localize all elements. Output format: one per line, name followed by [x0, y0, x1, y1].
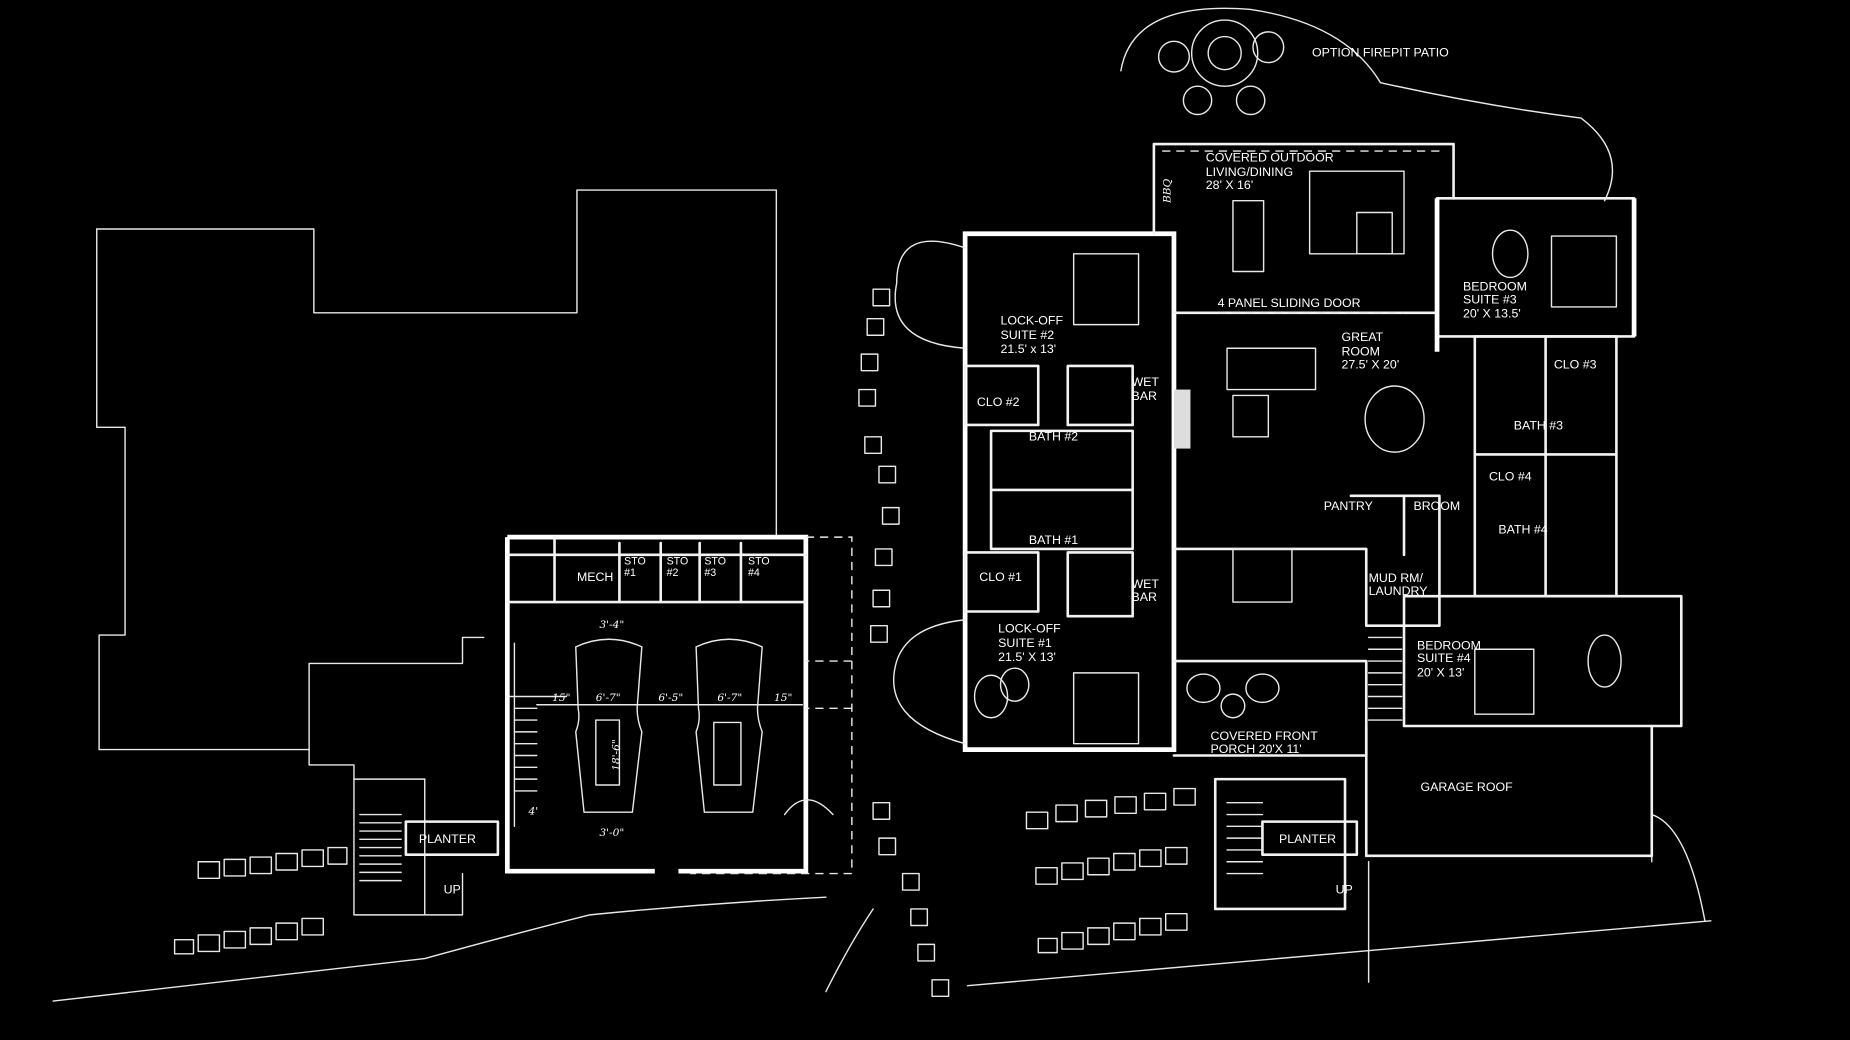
- label-broom: BROOM: [1413, 499, 1460, 513]
- fireplace: [1173, 389, 1191, 449]
- label-bedroom4: BEDROOM: [1417, 638, 1481, 652]
- existing-building-outline: [96, 189, 778, 780]
- label-clo3: CLO #3: [1554, 357, 1597, 371]
- left-entry-stairs: [353, 778, 500, 916]
- label-garage-roof: GARAGE ROOF: [1421, 780, 1514, 794]
- dim-3: 6'-5": [658, 691, 683, 704]
- dim-8: 18'-6": [609, 739, 622, 771]
- label-lockoff1-size: 21.5' X 13': [998, 650, 1056, 664]
- label-front-porch-size: PORCH 20'X 11': [1211, 742, 1302, 756]
- dim-6: 3'-4": [599, 618, 624, 631]
- dim-5: 15": [774, 691, 792, 704]
- label-bedroom3-size: 20' X 13.5': [1463, 307, 1521, 321]
- dim-9: 4': [528, 805, 539, 818]
- label-sto2: STO: [667, 555, 689, 567]
- label-room: ROOM: [1341, 344, 1379, 358]
- label-suite2: SUITE #2: [1001, 328, 1055, 342]
- label-sliding-door: 4 PANEL SLIDING DOOR: [1218, 296, 1361, 310]
- room-labels: OPTION FIREPIT PATIO COVERED OUTDOOR LIV…: [419, 46, 1597, 897]
- label-living-dining: LIVING/DINING: [1206, 165, 1293, 179]
- label-planter-right: PLANTER: [1279, 832, 1336, 846]
- label-bbq: BBQ: [1160, 178, 1173, 204]
- grade-lines: [52, 813, 1712, 1002]
- label-great-room-size: 27.5' X 20': [1341, 357, 1399, 371]
- label-mudroom: MUD RM/: [1369, 571, 1424, 585]
- label-firepit-patio: OPTION FIREPIT PATIO: [1312, 46, 1449, 60]
- label-laundry: LAUNDRY: [1369, 584, 1428, 598]
- label-pantry: PANTRY: [1324, 499, 1373, 513]
- label-great: GREAT: [1341, 330, 1383, 344]
- label-sto2-num: #2: [667, 567, 679, 579]
- label-clo4: CLO #4: [1489, 469, 1532, 483]
- dim-7: 3'-0": [599, 826, 624, 839]
- label-wet1: WET: [1131, 577, 1159, 591]
- label-bedroom3: BEDROOM: [1463, 279, 1527, 293]
- label-up-left: UP: [444, 883, 461, 897]
- label-suite3: SUITE #3: [1463, 292, 1517, 306]
- label-bar1: BAR: [1131, 590, 1157, 604]
- dim-2: 6'-7": [596, 691, 621, 704]
- dim-1: 15": [552, 691, 570, 704]
- label-bath1: BATH #1: [1029, 533, 1078, 547]
- label-covered-outdoor: COVERED OUTDOOR: [1206, 151, 1334, 165]
- label-bath4: BATH #4: [1498, 523, 1547, 537]
- label-mech: MECH: [577, 570, 613, 584]
- label-up-right: UP: [1336, 883, 1353, 897]
- main-house-walls: [962, 142, 1683, 911]
- label-clo2: CLO #2: [977, 395, 1020, 409]
- dim-4: 6'-7": [717, 691, 742, 704]
- label-sto3: STO: [704, 555, 726, 567]
- label-sto1-num: #1: [624, 567, 636, 579]
- label-wet2: WET: [1131, 375, 1159, 389]
- label-suite1: SUITE #1: [998, 636, 1052, 650]
- label-lockoff1: LOCK-OFF: [998, 622, 1061, 636]
- label-bath3: BATH #3: [1514, 419, 1563, 433]
- label-sto3-num: #3: [704, 567, 716, 579]
- planter-left: [404, 820, 500, 856]
- stepping-stones: [173, 288, 1196, 998]
- label-planter-left: PLANTER: [419, 832, 476, 846]
- label-bedroom4-size: 20' X 13': [1417, 665, 1464, 679]
- furniture: [892, 7, 1622, 745]
- label-suite4: SUITE #4: [1417, 651, 1471, 665]
- label-lockoff2-size: 21.5' x 13': [1001, 342, 1057, 356]
- label-sto4-num: #4: [748, 567, 760, 579]
- label-sto1: STO: [624, 555, 646, 567]
- label-sto4: STO: [748, 555, 770, 567]
- garage: [504, 534, 853, 875]
- label-outdoor-size: 28' X 16': [1206, 178, 1253, 192]
- label-front-porch: COVERED FRONT: [1211, 729, 1319, 743]
- label-bath2: BATH #2: [1029, 429, 1078, 443]
- label-bar2: BAR: [1131, 389, 1157, 403]
- label-lockoff2: LOCK-OFF: [1001, 314, 1064, 328]
- label-clo1: CLO #1: [979, 570, 1022, 584]
